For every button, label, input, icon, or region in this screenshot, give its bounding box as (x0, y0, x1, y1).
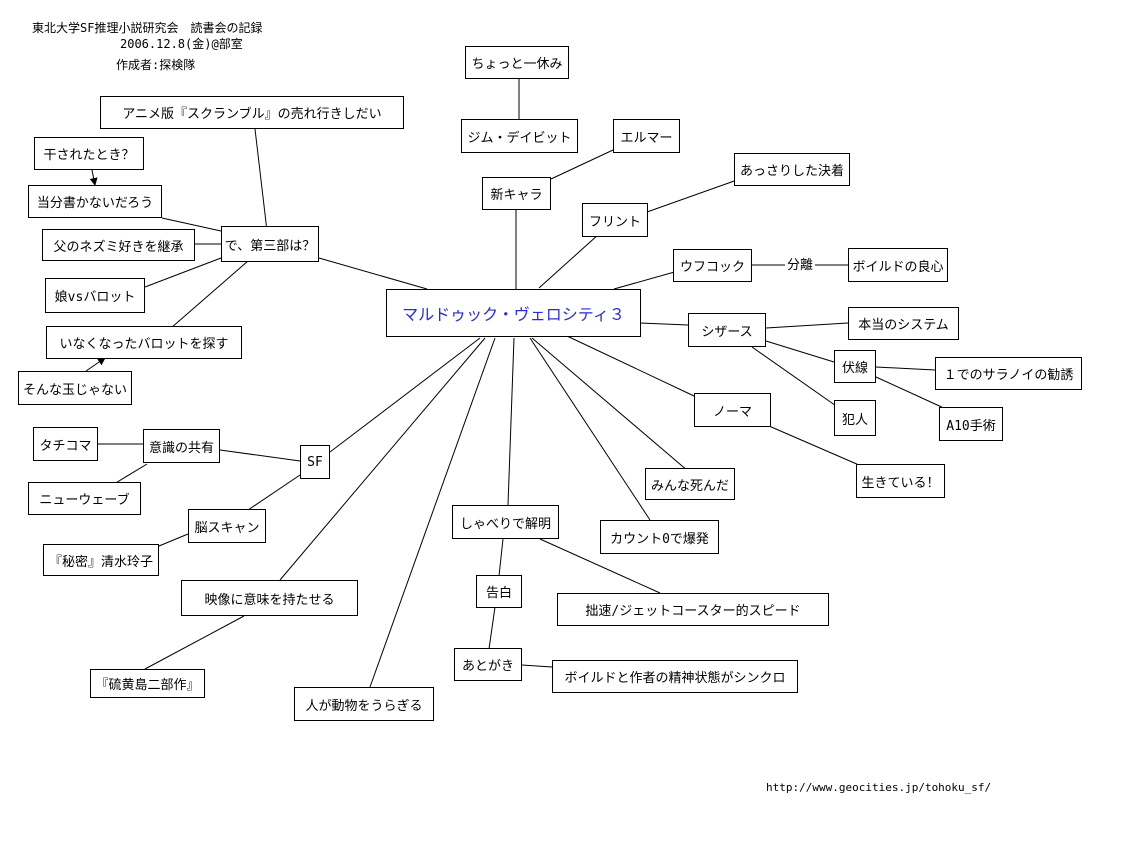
label-bunri: 分離 (787, 258, 814, 273)
node-hosareta: 干されたとき？ (34, 137, 144, 170)
node-hannin: 犯人 (834, 400, 876, 436)
node-image-meaning: 映像に意味を持たせる (181, 580, 358, 616)
header-title: 東北大学SF推理小説研究会 読書会の記録 (32, 21, 263, 35)
node-flint: フリント (582, 203, 648, 237)
node-alive: 生きている！ (856, 464, 945, 498)
node-himitsu: 『秘密』清水玲子 (43, 544, 159, 576)
node-speed: 拙速/ジェットコースター的スピード (557, 593, 829, 626)
node-elmer: エルマー (613, 119, 680, 153)
node-toubun: 当分書かないだろう (28, 185, 162, 218)
node-father-rat: 父のネズミ好きを継承 (42, 229, 195, 261)
node-fukusen: 伏線 (834, 350, 876, 383)
node-kokuhaku: 告白 (476, 575, 522, 608)
node-scramble: アニメ版『スクランブル』の売れ行きしだい (100, 96, 404, 129)
header-date: 2006.12.8(金)@部室 (120, 37, 243, 51)
node-not-type: そんな玉じゃない (18, 371, 132, 405)
header-author: 作成者:探検隊 (116, 58, 196, 72)
node-human-animal: 人が動物をうらぎる (294, 687, 434, 721)
node-boild-conscience: ボイルドの良心 (848, 248, 948, 282)
node-break: ちょっと一休み (465, 46, 569, 79)
node-oeufcoque: ウフコック (673, 249, 752, 282)
node-real-system: 本当のシステム (848, 307, 959, 340)
node-jim: ジム・デイビット (461, 119, 578, 153)
node-sf: SF (300, 445, 330, 479)
node-atogaki: あとがき (454, 648, 522, 681)
node-talk-reveal: しゃべりで解明 (452, 505, 559, 539)
node-new-chara: 新キャラ (482, 177, 551, 210)
node-saranoi: １でのサラノイの勧誘 (935, 357, 1082, 390)
node-quick-end: あっさりした決着 (734, 153, 850, 186)
node-brain-scan: 脳スキャン (188, 509, 266, 543)
center-node: マルドゥック・ヴェロシティ３ (386, 289, 641, 337)
node-consciousness: 意識の共有 (143, 429, 220, 463)
node-count0: カウント0で爆発 (600, 520, 719, 554)
node-daughter-balot: 娘vsバロット (45, 278, 145, 313)
footer-url: http://www.geocities.jp/tohoku_sf/ (766, 781, 992, 794)
node-sync: ボイルドと作者の精神状態がシンクロ (552, 660, 798, 693)
node-all-died: みんな死んだ (645, 468, 735, 500)
node-a10: A10手術 (939, 407, 1003, 441)
node-iwojima: 『硫黄島二部作』 (90, 669, 205, 698)
node-find-balot: いなくなったバロットを探す (46, 326, 242, 359)
node-new-wave: ニューウェーブ (28, 482, 141, 515)
node-tachikoma: タチコマ (33, 427, 98, 461)
node-norma: ノーマ (694, 393, 771, 427)
node-daisanbu: で、第三部は？ (221, 226, 319, 262)
node-scissors: シザース (688, 313, 766, 347)
